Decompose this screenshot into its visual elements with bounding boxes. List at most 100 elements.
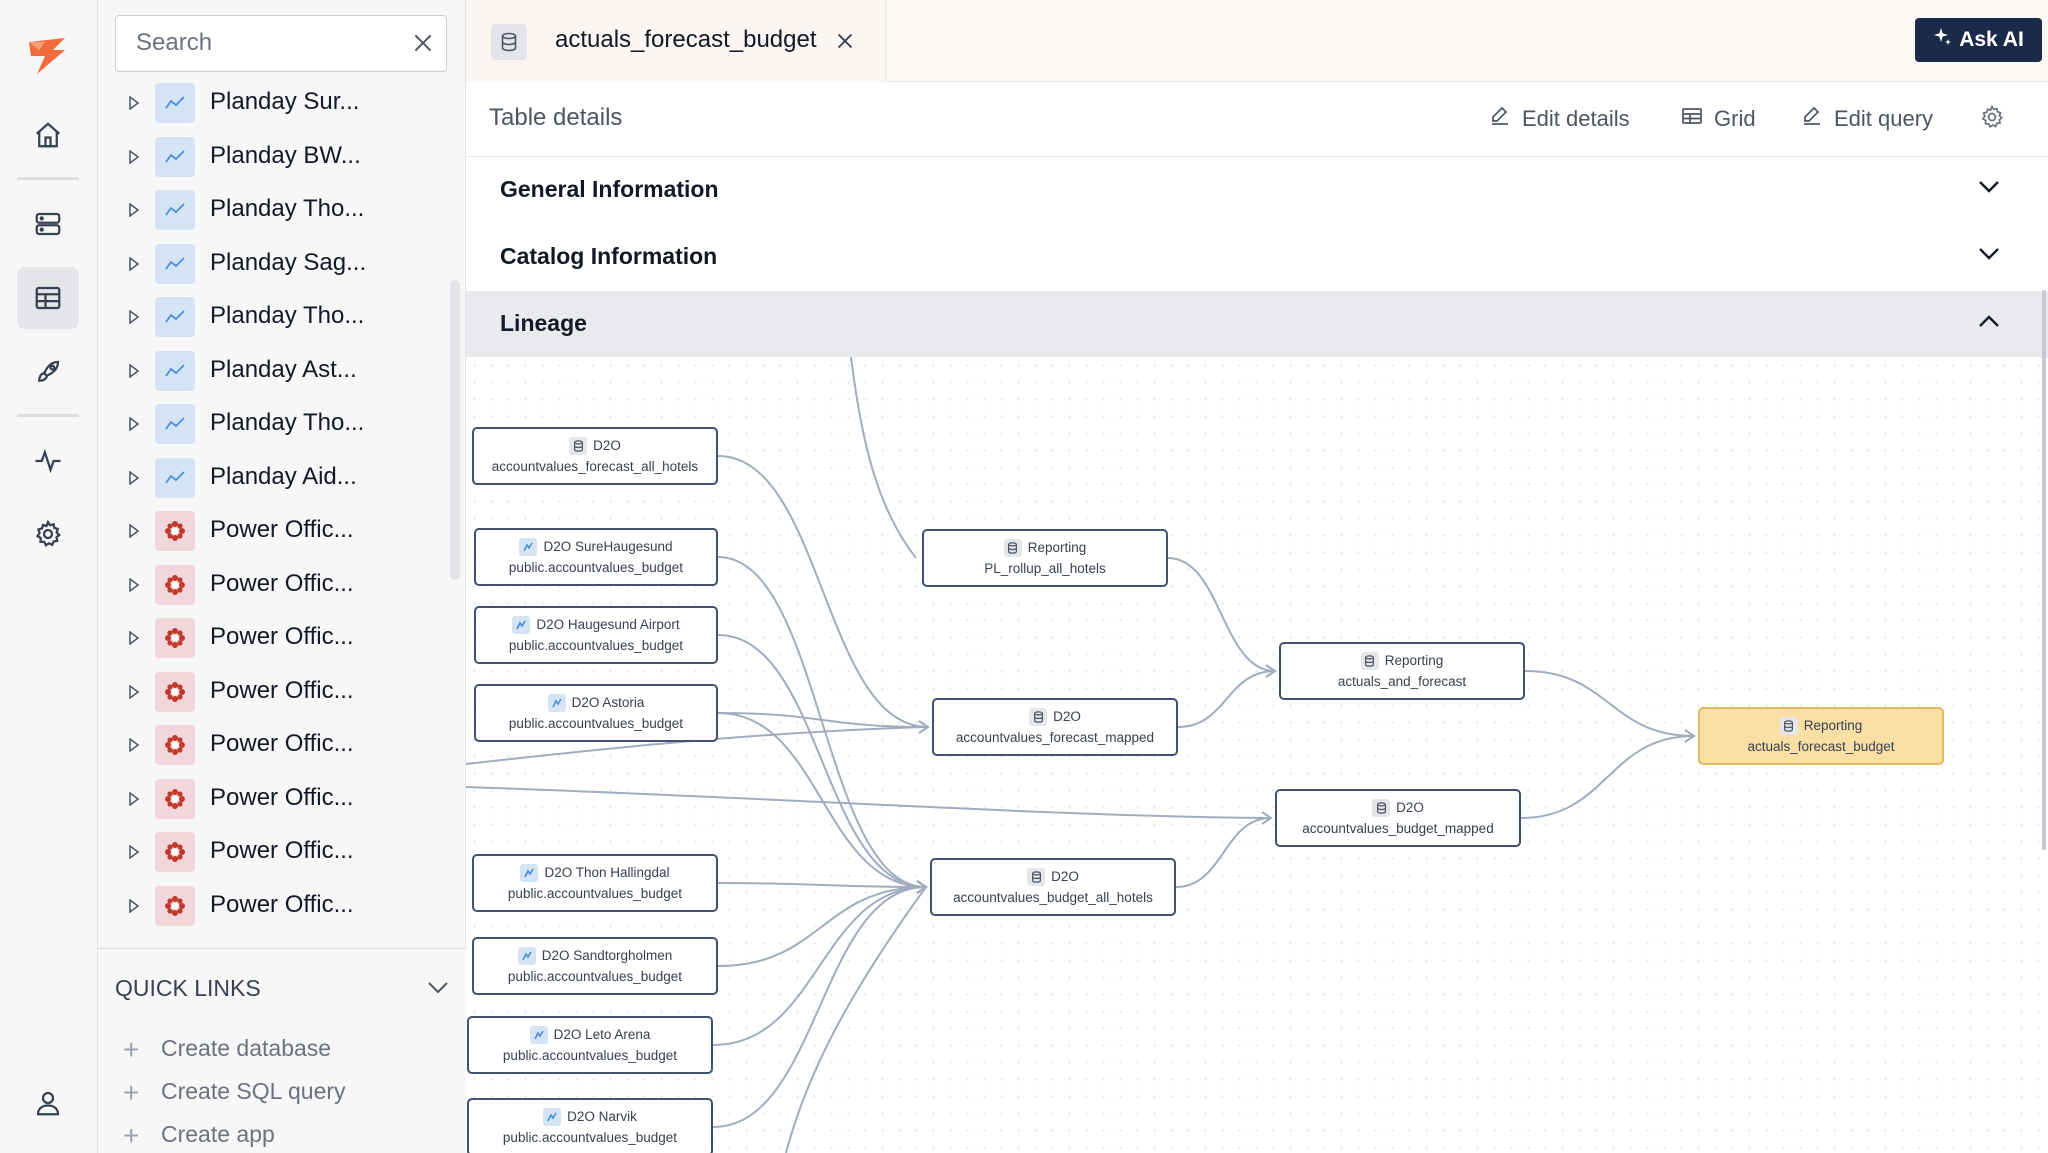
section-general-information[interactable]: General Information	[466, 157, 2048, 224]
expand-caret-icon[interactable]	[128, 791, 140, 811]
create-database-link[interactable]: +Create database	[123, 1034, 331, 1066]
tree-item[interactable]: Planday Sag...	[98, 237, 450, 290]
user-profile-icon[interactable]	[17, 1072, 79, 1134]
tree-item[interactable]: Planday Sur...	[98, 80, 450, 129]
grid-button[interactable]: Grid	[1680, 104, 1756, 134]
section-lineage[interactable]: Lineage	[466, 291, 2048, 358]
chevron-down-icon[interactable]	[1978, 180, 2000, 199]
power-office-flower-icon	[155, 832, 195, 872]
expand-caret-icon[interactable]	[128, 898, 140, 918]
tree-item-label: Planday Aid...	[210, 462, 357, 490]
lineage-node-table: accountvalues_budget_mapped	[1302, 820, 1494, 836]
tree-item[interactable]: Power Offic...	[98, 611, 450, 664]
expand-caret-icon[interactable]	[128, 149, 140, 169]
tab-actuals-forecast-budget[interactable]: actuals_forecast_budget	[466, 0, 886, 82]
expand-caret-icon[interactable]	[128, 577, 140, 597]
tree-item[interactable]: Power Offic...	[98, 558, 450, 611]
section-catalog-information[interactable]: Catalog Information	[466, 224, 2048, 291]
edit-query-button[interactable]: Edit query	[1800, 104, 1933, 134]
tree-item-label: Power Offic...	[210, 676, 354, 704]
planday-chart-icon	[155, 350, 195, 391]
gear-icon	[1979, 104, 2005, 136]
main-scrollbar[interactable]	[2042, 290, 2046, 850]
ask-ai-button[interactable]: Ask AI	[1915, 18, 2042, 62]
expand-caret-icon[interactable]	[128, 363, 140, 383]
home-icon[interactable]	[17, 104, 79, 166]
tree-item[interactable]: Planday Tho...	[98, 290, 450, 343]
planday-chart-icon	[155, 297, 195, 337]
tree-item[interactable]: Power Offic...	[98, 504, 450, 557]
expand-caret-icon[interactable]	[128, 95, 140, 115]
search-box[interactable]: Search	[115, 15, 447, 72]
tree-item[interactable]: Planday BW...	[98, 130, 450, 183]
tree-scrollbar[interactable]	[450, 280, 460, 580]
app-logo[interactable]	[17, 25, 79, 87]
servers-icon[interactable]	[17, 193, 79, 255]
tables-icon[interactable]	[17, 267, 79, 329]
lineage-edge	[712, 886, 927, 1046]
expand-caret-icon[interactable]	[128, 309, 140, 329]
tree-item[interactable]: Power Offic...	[98, 718, 450, 771]
chevron-down-icon[interactable]	[1978, 247, 2000, 266]
planday-chart-icon	[155, 190, 195, 230]
create-sql-query-label[interactable]: Create SQL query	[161, 1078, 346, 1104]
tree-item[interactable]: Planday Ast...	[98, 344, 450, 397]
tree-item[interactable]: Power Offic...	[98, 772, 450, 825]
lineage-edges	[466, 357, 1696, 1153]
lineage-node-table: actuals_and_forecast	[1337, 673, 1467, 689]
planday-chart-icon	[155, 136, 195, 177]
expand-caret-icon[interactable]	[128, 202, 140, 222]
edit-details-button[interactable]: Edit details	[1488, 104, 1630, 134]
chevron-down-icon[interactable]	[427, 981, 449, 1000]
expand-caret-icon[interactable]	[128, 844, 140, 864]
activity-icon[interactable]	[17, 430, 79, 492]
close-tab-icon[interactable]	[834, 30, 856, 57]
create-app-link[interactable]: +Create app	[123, 1120, 275, 1152]
expand-caret-icon[interactable]	[128, 523, 140, 543]
edit-icon	[1488, 104, 1512, 134]
tree-item[interactable]: Power Offic...	[98, 879, 450, 932]
database-icon	[1027, 867, 1046, 886]
expand-caret-icon[interactable]	[128, 416, 140, 436]
settings-gear-icon[interactable]	[17, 503, 79, 565]
expand-caret-icon[interactable]	[128, 684, 140, 704]
search-input[interactable]: Search	[136, 29, 213, 56]
tree-item-label: Power Offic...	[210, 569, 354, 597]
expand-caret-icon[interactable]	[128, 256, 140, 276]
expand-caret-icon[interactable]	[128, 470, 140, 490]
lineage-node-table: public.accountvalues_budget	[502, 1129, 678, 1145]
tree-item[interactable]: Power Offic...	[98, 825, 450, 878]
clear-search-icon[interactable]	[410, 30, 436, 61]
chevron-up-icon[interactable]	[1978, 314, 2000, 333]
database-icon	[491, 24, 527, 60]
tab-bar: actuals_forecast_budget Ask AI	[466, 0, 2048, 82]
section-title: General Information	[500, 176, 719, 202]
expand-caret-icon[interactable]	[128, 630, 140, 650]
tree-item-label: Power Offic...	[210, 783, 354, 811]
table-settings-button[interactable]	[1979, 104, 2005, 136]
tree-item[interactable]: Planday Tho...	[98, 397, 450, 450]
create-app-label[interactable]: Create app	[161, 1121, 275, 1147]
create-database-label[interactable]: Create database	[161, 1035, 332, 1061]
rocket-icon[interactable]	[17, 341, 79, 403]
tree-item[interactable]: Power Offic...	[98, 665, 450, 718]
create-sql-query-link[interactable]: +Create SQL query	[123, 1077, 346, 1109]
tree-item[interactable]: Planday Tho...	[98, 183, 450, 236]
expand-caret-icon[interactable]	[128, 737, 140, 757]
tree-item[interactable]: Planday Aid...	[98, 451, 450, 504]
